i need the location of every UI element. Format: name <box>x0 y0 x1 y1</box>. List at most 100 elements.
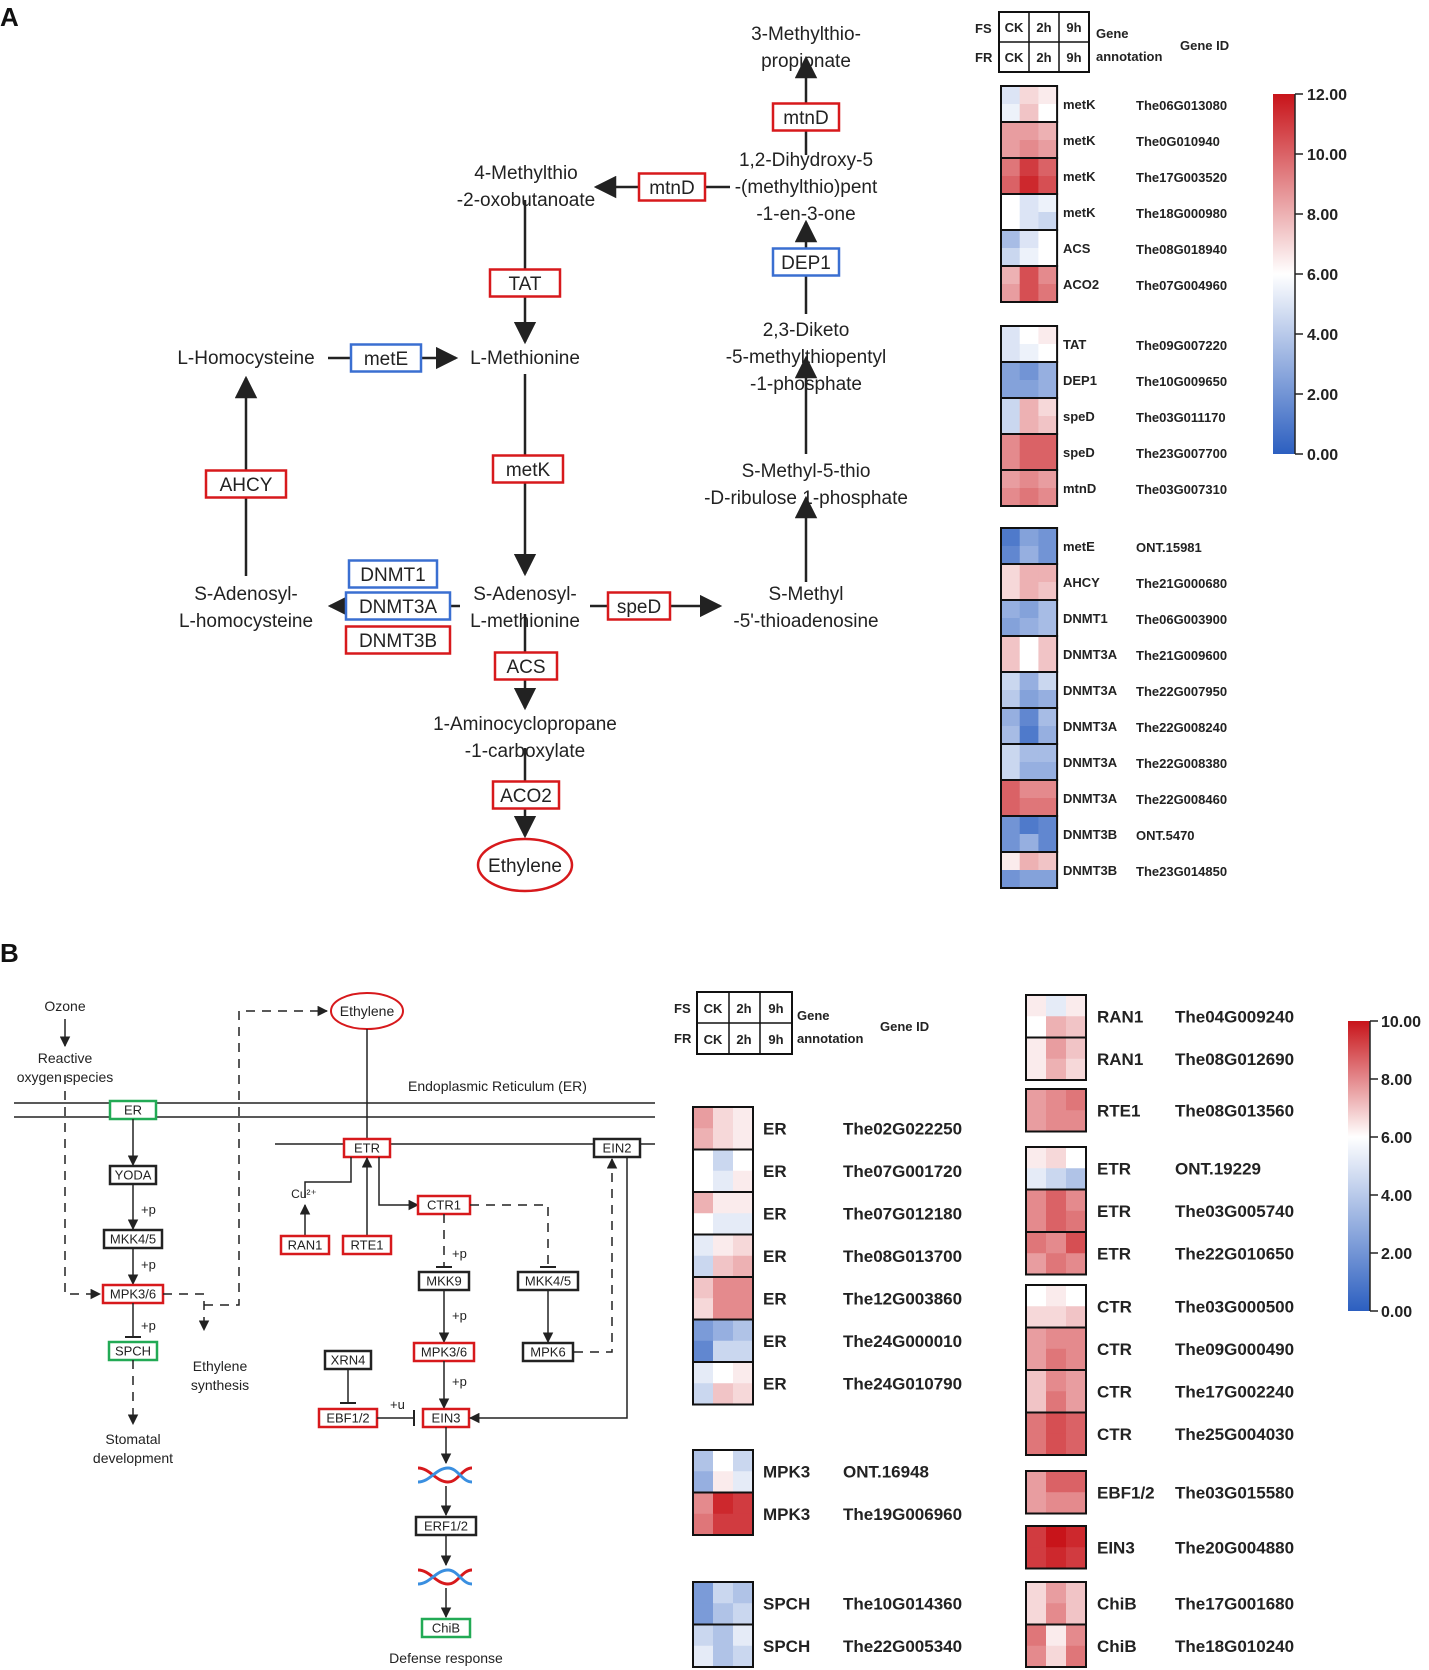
node-erf12: ERF1/2 <box>414 1515 478 1537</box>
node-ein3: EIN3 <box>421 1407 471 1429</box>
heatmap-cell <box>1001 708 1021 727</box>
gene-id: The03G007310 <box>1136 482 1227 497</box>
node-mkk9-label: MKK9 <box>426 1274 461 1289</box>
dna-icon-2-strand-1 <box>417 1568 473 1586</box>
heatmap-cell <box>1038 852 1058 871</box>
heatmap-cell <box>713 1471 734 1493</box>
gene-id: The20G004880 <box>1175 1538 1294 1557</box>
heatmap-row-border <box>1025 1088 1087 1133</box>
compound-3-methylthiopropionate-line-1: 3-Methylthio- <box>751 24 861 45</box>
heatmap-cell <box>1019 600 1039 619</box>
heatmap-cell <box>1046 1037 1067 1060</box>
enzyme-sped-label: speD <box>617 597 661 618</box>
heatmap-cell <box>1001 344 1021 363</box>
gene-annotation: EIN3 <box>1097 1538 1135 1557</box>
heatmap-cell <box>1026 1058 1047 1081</box>
gene-id: The22G008460 <box>1136 792 1227 807</box>
heatmap-row: EIN3 The20G004880 <box>1025 1525 1294 1570</box>
heatmap-cell <box>1026 1348 1047 1371</box>
heatmap-cell <box>1001 452 1021 471</box>
heatmap-cell <box>693 1213 714 1235</box>
methionine-cycle-pathway: 3-Methylthio-propionate1,2-Dihydroxy-5-(… <box>177 24 908 893</box>
heatmap-cell <box>1019 470 1039 489</box>
node-er: ER <box>108 1099 158 1121</box>
heatmap-cell <box>1026 1492 1047 1514</box>
heatmap-row-border <box>1025 1470 1087 1515</box>
heatmap-cell <box>733 1340 754 1363</box>
enzyme-mtnd-left-box <box>637 172 707 202</box>
gene-annotation-header-2: annotation <box>1096 49 1162 64</box>
heatmap-cell <box>1001 86 1021 105</box>
heatmap-cell <box>713 1450 734 1472</box>
phospho-1: +p <box>141 1202 156 1217</box>
enzyme-mtnd-upper-label: mtnD <box>783 108 828 129</box>
enzyme-metk: metK <box>491 454 565 484</box>
node-spch-label: SPCH <box>115 1344 151 1359</box>
colorbar-tick-label: 0.00 <box>1307 447 1338 464</box>
heatmap-cell <box>1038 122 1058 141</box>
gene-annotation: DNMT3A <box>1063 755 1118 770</box>
node-ebf12-label: EBF1/2 <box>326 1411 369 1426</box>
heatmap-cell <box>713 1340 734 1363</box>
gene-id: ONT.5470 <box>1136 828 1195 843</box>
heatmap-cell <box>1046 1412 1067 1435</box>
heatmap-cell <box>1046 1232 1067 1254</box>
heatmap-cell <box>1038 416 1058 435</box>
gene-annotation: DNMT1 <box>1063 611 1108 626</box>
heatmap-cell <box>1001 212 1021 231</box>
gene-id: The21G009600 <box>1136 648 1227 663</box>
heatmap-cell <box>713 1255 734 1278</box>
heatmap-cell <box>1019 158 1039 177</box>
gene-id: The22G010650 <box>1175 1244 1294 1263</box>
gene-id-header-b: Gene ID <box>880 1019 929 1034</box>
heatmap-row-border <box>1025 1525 1087 1570</box>
phospho-2: +p <box>141 1257 156 1272</box>
heatmap-cell <box>713 1603 734 1625</box>
dna-icon-2-strand-2 <box>417 1568 473 1586</box>
panel-b-label: B <box>0 938 19 968</box>
heatmap-cell <box>1038 726 1058 745</box>
node-rte1-label: RTE1 <box>351 1238 384 1253</box>
gene-id: The06G013080 <box>1136 98 1227 113</box>
heatmap-cell <box>1001 528 1021 547</box>
heatmap-row: ACS The08G018940 <box>1000 229 1227 267</box>
heatmap-cell <box>693 1107 714 1129</box>
heatmap-cell <box>1001 672 1021 691</box>
gene-annotation: EBF1/2 <box>1097 1483 1155 1502</box>
heatmap-cell <box>1046 1370 1067 1392</box>
gene-id: The08G013700 <box>843 1247 962 1266</box>
gene-annotation: ACS <box>1063 241 1091 256</box>
heatmap-cell <box>1026 1412 1047 1435</box>
heatmap-cell <box>713 1362 734 1384</box>
node-yoda-label: YODA <box>115 1168 152 1183</box>
enzyme-sped-box <box>606 591 672 621</box>
heatmap-cell <box>1066 995 1087 1017</box>
ozone-label: Ozone <box>44 998 85 1014</box>
heatmap-cell <box>1026 1370 1047 1392</box>
heatmap-cell <box>713 1192 734 1214</box>
heatmap-cell <box>1019 618 1039 637</box>
heatmap-cell <box>1046 1471 1067 1493</box>
gene-annotation: ETR <box>1097 1202 1131 1221</box>
node-ctr1-label: CTR1 <box>427 1198 461 1213</box>
defense-response-label: Defense response <box>389 1650 503 1666</box>
gene-annotation: DEP1 <box>1063 373 1097 388</box>
heatmap-cell <box>693 1362 714 1384</box>
gene-annotation: CTR <box>1097 1297 1132 1316</box>
col-2h-fr-b: 2h <box>736 1032 751 1047</box>
enzyme-aco2: ACO2 <box>491 780 561 810</box>
gene-id: The08G018940 <box>1136 242 1227 257</box>
enzyme-tat: TAT <box>488 268 562 298</box>
ethylene-synthesis-label-line-1: Ethylene <box>193 1358 248 1374</box>
gene-annotation: DNMT3A <box>1063 647 1118 662</box>
